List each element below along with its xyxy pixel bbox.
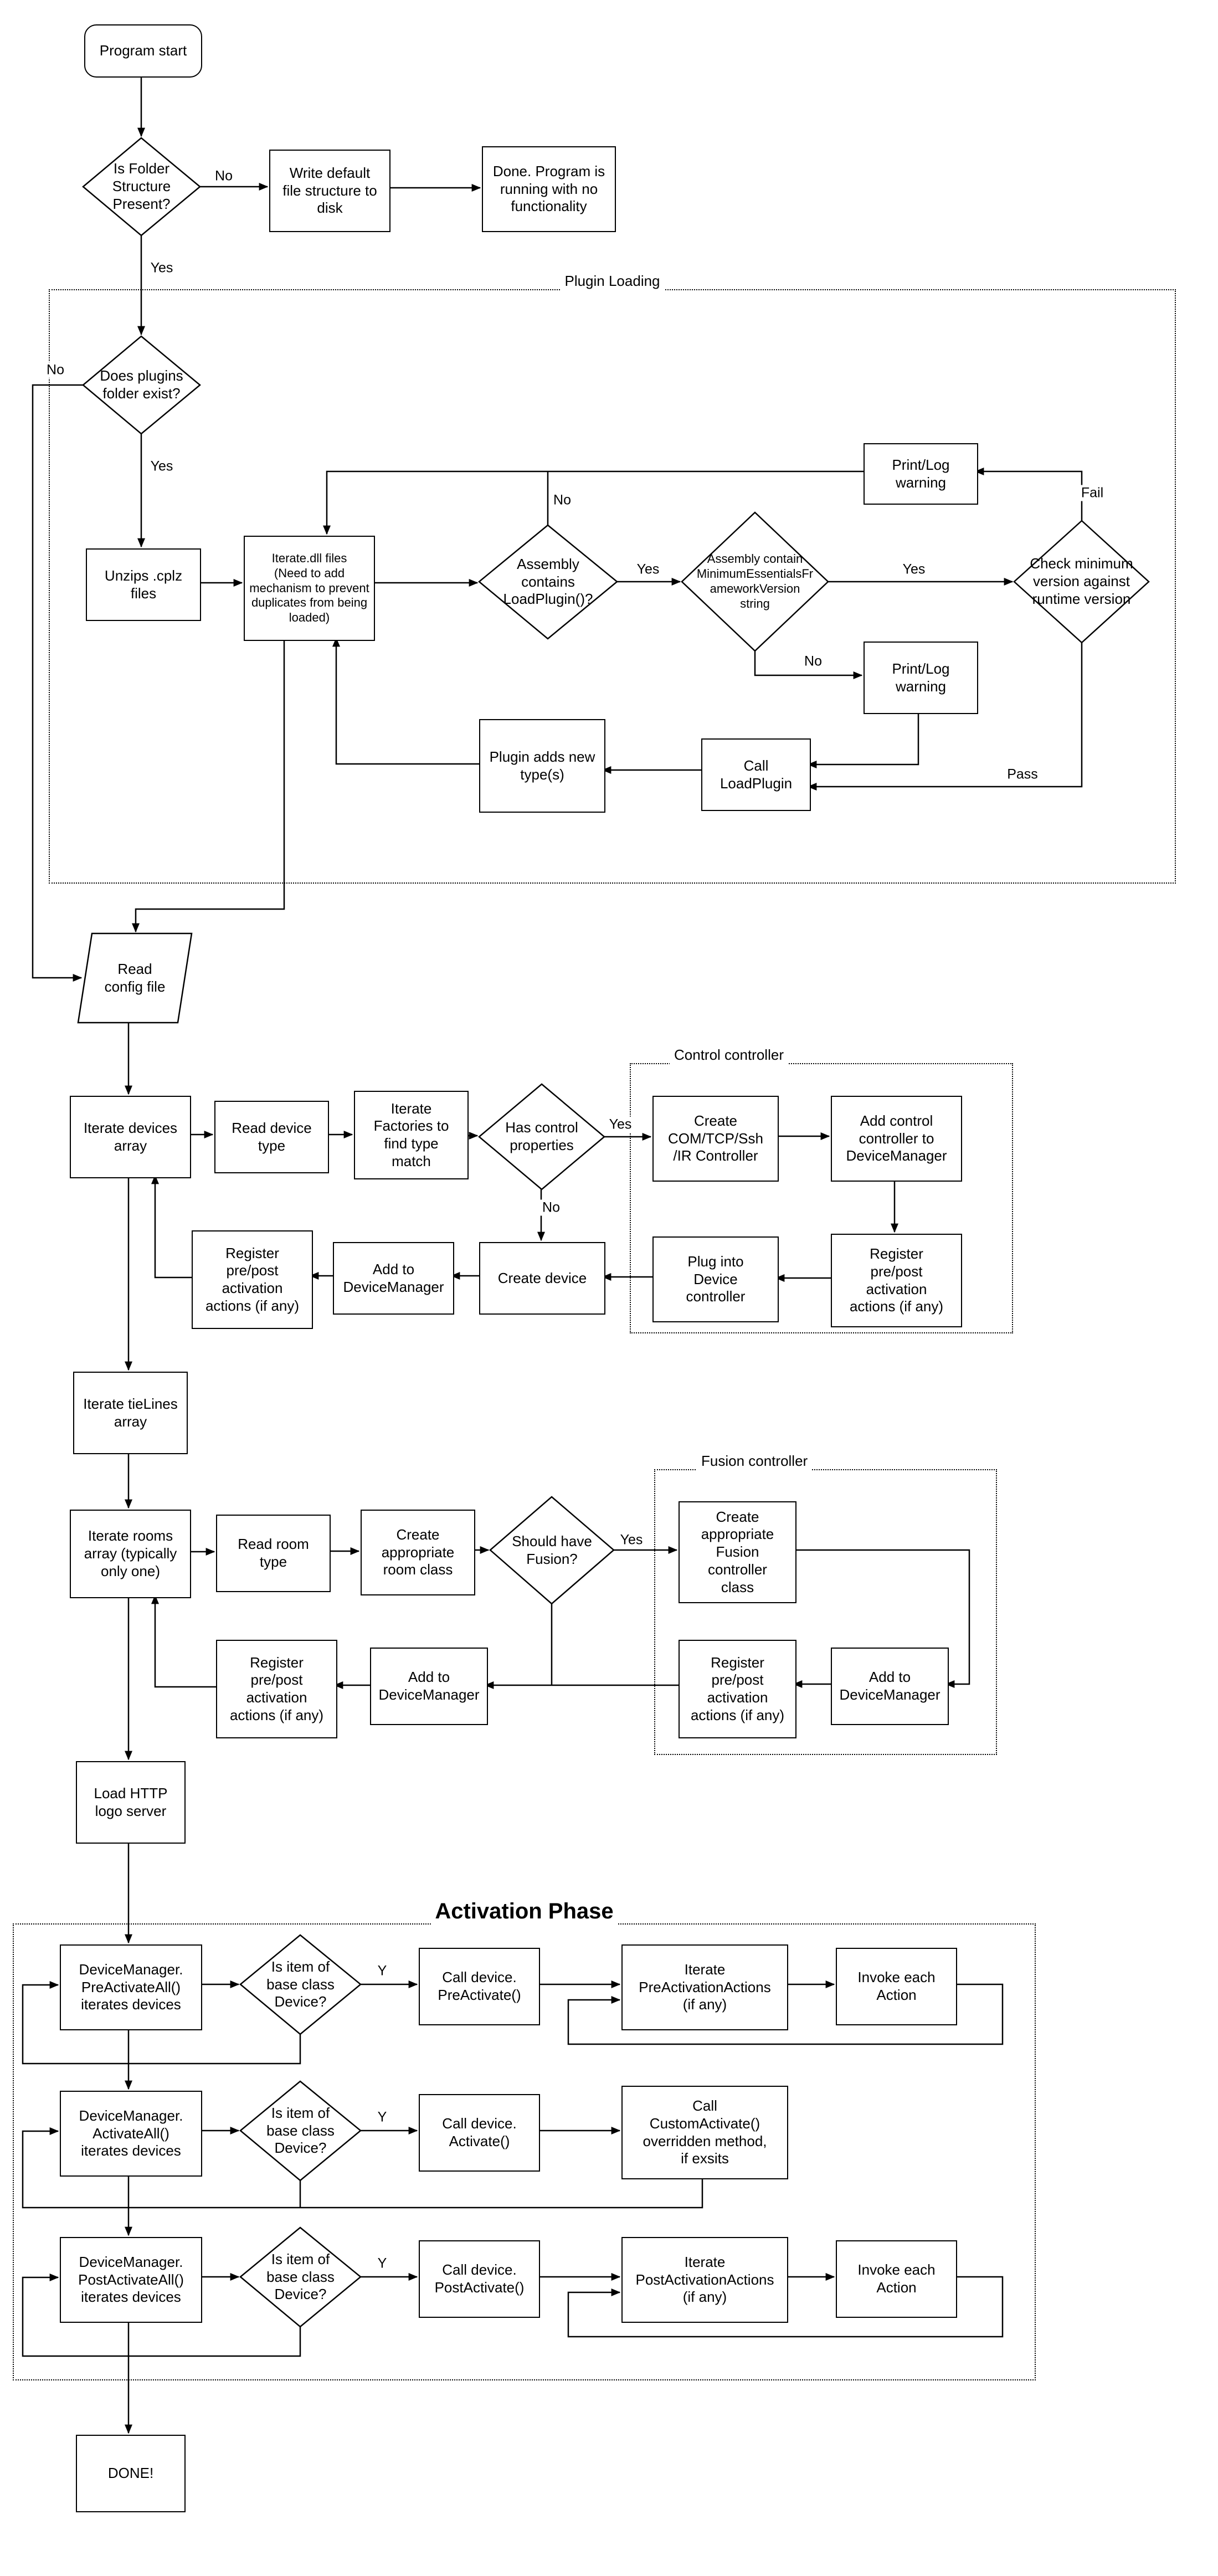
diamond-has-control	[478, 1083, 605, 1190]
node-plug-into-device: Plug into Device controller	[652, 1236, 779, 1322]
node-call-postactivate: Call device. PostActivate()	[419, 2240, 540, 2318]
edge-label-no-minversion: No	[801, 653, 825, 670]
container-plugin-loading-title: Plugin Loading	[560, 271, 665, 290]
node-invoke-each-action-post: Invoke each Action	[836, 2240, 957, 2318]
node-iterate-tielines: Iterate tieLines array	[73, 1372, 188, 1454]
edge-label-fail: Fail	[1077, 485, 1107, 501]
container-fusion-controller: Fusion controller	[654, 1451, 997, 1755]
node-create-device: Create device	[479, 1242, 605, 1315]
diamond-is-item-pre	[239, 1934, 362, 2035]
container-fusion-controller-title: Fusion controller	[697, 1451, 813, 1470]
node-add-to-dm-rooms: Add to DeviceManager	[370, 1648, 488, 1725]
node-invoke-each-action-pre: Invoke each Action	[836, 1948, 957, 2025]
edge-label-yes-control: Yes	[605, 1116, 635, 1133]
node-iterate-devices: Iterate devices array	[70, 1096, 191, 1178]
container-activation-phase: Activation Phase	[13, 1898, 1036, 2380]
node-add-to-dm-devices: Add to DeviceManager	[333, 1242, 454, 1315]
node-unzips-cplz: Unzips .cplz files	[86, 548, 201, 621]
edge-label-pass: Pass	[1004, 766, 1041, 783]
node-register-prepost-devices: Register pre/post activation actions (if…	[192, 1230, 313, 1329]
node-program-start: Program start	[84, 24, 202, 78]
node-add-control-controller: Add control controller to DeviceManager	[831, 1096, 962, 1182]
edge-label-no-control: No	[539, 1199, 563, 1216]
node-read-room-type: Read room type	[216, 1515, 331, 1592]
node-iterate-rooms: Iterate rooms array (typically only one)	[70, 1510, 191, 1598]
diamond-check-version	[1013, 520, 1150, 644]
parallelogram-read-config	[77, 932, 193, 1024]
node-print-log-warning-top: Print/Log warning	[864, 443, 978, 505]
node-preactivateall: DeviceManager. PreActivateAll() iterates…	[60, 1944, 202, 2030]
container-activation-phase-title: Activation Phase	[430, 1898, 618, 1925]
node-call-customactivate: Call CustomActivate() overridden method,…	[621, 2086, 788, 2179]
diamond-is-item-post	[239, 2226, 362, 2328]
edge-label-y-post: Y	[374, 2255, 390, 2272]
node-read-device-type: Read device type	[214, 1101, 329, 1173]
node-create-com-controller: Create COM/TCP/Ssh /IR Controller	[652, 1096, 779, 1182]
node-register-prepost-rooms: Register pre/post activation actions (if…	[216, 1640, 337, 1738]
container-plugin-loading: Plugin Loading	[49, 271, 1176, 884]
node-print-log-warning-bottom: Print/Log warning	[864, 642, 978, 714]
node-call-preactivate: Call device. PreActivate()	[419, 1948, 540, 2025]
container-control-controller-title: Control controller	[670, 1045, 788, 1064]
node-activateall: DeviceManager. ActivateAll() iterates de…	[60, 2091, 202, 2177]
node-postactivateall: DeviceManager. PostActivateAll() iterate…	[60, 2237, 202, 2323]
edge-label-no-loadplugin: No	[550, 492, 574, 509]
edge-label-no-folder: No	[212, 168, 236, 184]
node-call-activate: Call device. Activate()	[419, 2094, 540, 2172]
node-done: DONE!	[76, 2435, 186, 2512]
edge-label-yes-fusion: Yes	[616, 1532, 646, 1548]
node-call-loadplugin: Call LoadPlugin	[701, 738, 811, 811]
edge-label-y-pre: Y	[374, 1963, 390, 1979]
container-control-controller: Control controller	[630, 1045, 1013, 1333]
node-iterate-postactivationactions: Iterate PostActivationActions (if any)	[621, 2237, 788, 2323]
node-register-prepost-fusion: Register pre/post activation actions (if…	[679, 1640, 796, 1738]
node-iterate-preactivationactions: Iterate PreActivationActions (if any)	[621, 1944, 788, 2030]
edge-label-yes-loadplugin: Yes	[633, 561, 663, 578]
diamond-loadplugin	[478, 524, 618, 640]
diamond-minversion	[681, 511, 829, 652]
node-create-room-class: Create appropriate room class	[361, 1510, 475, 1595]
edge-label-yes-minversion: Yes	[899, 561, 929, 578]
edge-label-yes-folder: Yes	[147, 260, 177, 276]
node-iterate-factories: Iterate Factories to find type match	[354, 1091, 469, 1179]
node-write-default: Write default file structure to disk	[269, 150, 390, 232]
node-create-fusion-controller: Create appropriate Fusion controller cla…	[679, 1501, 796, 1603]
node-done-no-functionality: Done. Program is running with no functio…	[482, 146, 616, 232]
diamond-is-item-act	[239, 2080, 362, 2182]
shapes	[77, 137, 1150, 2328]
edge-label-no-plugins: No	[43, 362, 68, 378]
diamond-should-fusion	[489, 1496, 615, 1605]
edge-lines	[22, 73, 1083, 2434]
node-iterate-dll: Iterate.dll files (Need to add mechanism…	[244, 536, 375, 641]
diamond-is-folder	[82, 137, 201, 237]
node-add-to-dm-fusion: Add to DeviceManager	[831, 1648, 949, 1725]
edge-label-y-act: Y	[374, 2109, 390, 2126]
node-register-prepost-control: Register pre/post activation actions (if…	[831, 1234, 962, 1327]
edge-label-yes-plugins: Yes	[147, 458, 177, 475]
node-load-http-logo-server: Load HTTP logo server	[76, 1761, 186, 1844]
diamond-plugins-folder	[82, 335, 201, 435]
node-plugin-adds-types: Plugin adds new type(s)	[479, 719, 605, 813]
